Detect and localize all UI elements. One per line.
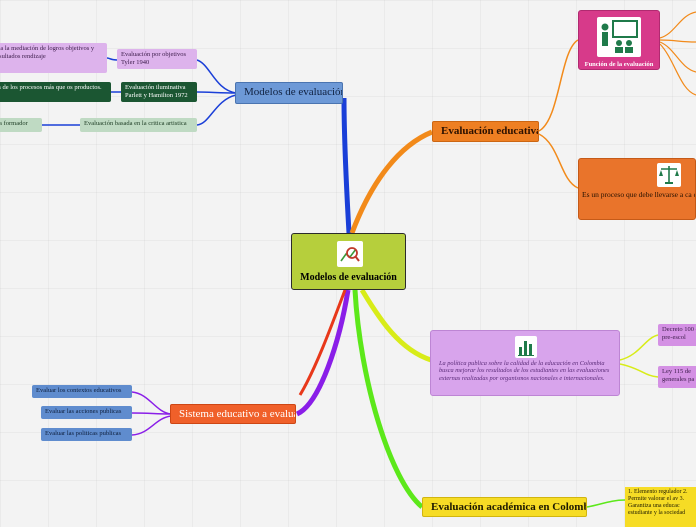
scales-icon — [657, 163, 681, 187]
link-center-academica — [352, 289, 424, 509]
link-center-extra — [298, 289, 347, 396]
link-center-sistema — [295, 289, 351, 417]
topic-modelos-de-evaluacion[interactable]: Modelos de evaluación — [235, 82, 343, 104]
subtopic-academica-list[interactable]: 1. Elemento regulador 2. Permite valorar… — [625, 487, 696, 527]
teacher-classroom-icon — [597, 17, 641, 57]
topic-sistema-educativo[interactable]: Sistema educativo a evaluar — [170, 404, 296, 424]
subtopic-procesos[interactable]: sis de los procesos más que os productos… — [0, 82, 111, 102]
politica-text: La política publica sobre la calidad de … — [439, 360, 610, 382]
subtopic-ley-115[interactable]: Ley 115 de generales pa — [658, 366, 696, 388]
topic-funcion-evaluacion[interactable]: Función de la evaluación — [578, 10, 660, 70]
proceso-text: Es un proceso que debe llevarse a ca con… — [582, 190, 695, 199]
link-center-modelos — [341, 97, 352, 234]
topic-proceso-continuo[interactable]: Es un proceso que debe llevarse a ca con… — [578, 158, 696, 220]
subtopic-formador[interactable]: iva formador — [0, 118, 42, 132]
link-center-evaluacion — [349, 129, 433, 234]
magnifier-chart-icon — [337, 241, 363, 267]
subtopic-contextos[interactable]: Evaluar los contextos educativos — [32, 385, 132, 398]
topic-evaluacion-academica[interactable]: Evaluación académica en Colombia — [422, 497, 587, 517]
subtopic-logros[interactable]: ta a la mediación de logros objetivos y … — [0, 43, 107, 73]
bar-chart-icon — [515, 336, 537, 358]
central-topic[interactable]: Modelos de evaluación — [291, 233, 406, 290]
subtopic-tyler[interactable]: Evaluación por objetivos Tyler 1940 — [117, 49, 197, 69]
topic-politica-publica[interactable]: La política publica sobre la calidad de … — [430, 330, 620, 396]
subtopic-critica-artistica[interactable]: Evaluación basada en la critica artistic… — [80, 118, 197, 132]
subtopic-acciones[interactable]: Evaluar las acciones publicas — [41, 406, 132, 419]
link-center-politica — [359, 288, 432, 363]
subtopic-parlett[interactable]: Evaluación iluminativa Parlett y Hamilto… — [121, 82, 197, 102]
funcion-label: Función de la evaluación — [584, 61, 654, 68]
subtopic-decreto[interactable]: Decreto 100 de pre-escol — [658, 324, 696, 346]
subtopic-politicas[interactable]: Evaluar las politicas publicas — [41, 428, 132, 441]
central-topic-label: Modelos de evaluación — [300, 272, 397, 283]
topic-evaluacion-educativa[interactable]: Evaluación educativa — [432, 121, 539, 142]
